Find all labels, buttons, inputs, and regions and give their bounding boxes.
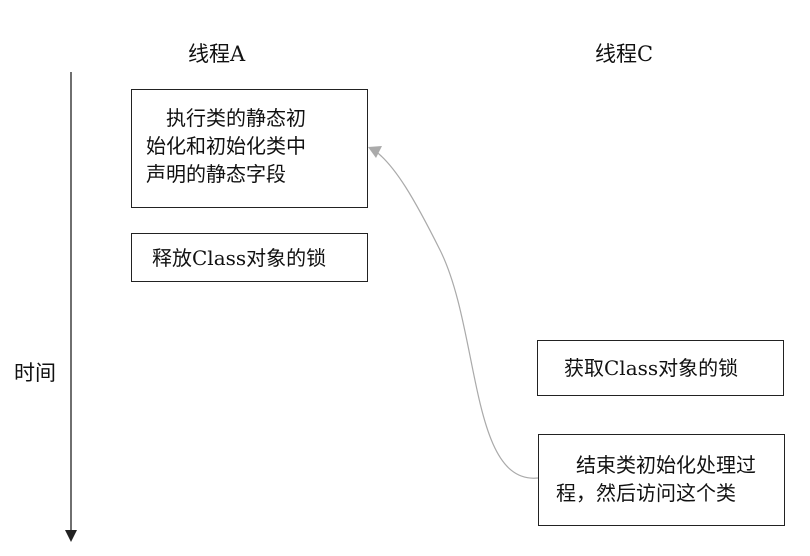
box-release-lock: 释放Class对象的锁 xyxy=(131,233,368,282)
box-finish-init-text: 结束类初始化处理过 程，然后访问这个类 xyxy=(556,453,756,505)
box-release-lock-text: 释放Class对象的锁 xyxy=(152,246,327,270)
sync-arrow-head xyxy=(368,146,382,158)
box-acquire-lock-text: 获取Class对象的锁 xyxy=(564,356,739,380)
box-finish-init: 结束类初始化处理过 程，然后访问这个类 xyxy=(538,434,785,526)
time-axis-arrowhead xyxy=(65,530,77,542)
box-static-init-text: 执行类的静态初 始化和初始化类中 声明的静态字段 xyxy=(146,106,306,186)
thread-a-header: 线程A xyxy=(188,42,246,66)
box-static-init: 执行类的静态初 始化和初始化类中 声明的静态字段 xyxy=(131,89,368,208)
box-acquire-lock: 获取Class对象的锁 xyxy=(537,340,784,396)
thread-c-header: 线程C xyxy=(595,42,654,66)
sync-arrow-curve xyxy=(373,149,539,479)
time-axis-label: 时间 xyxy=(14,361,56,385)
